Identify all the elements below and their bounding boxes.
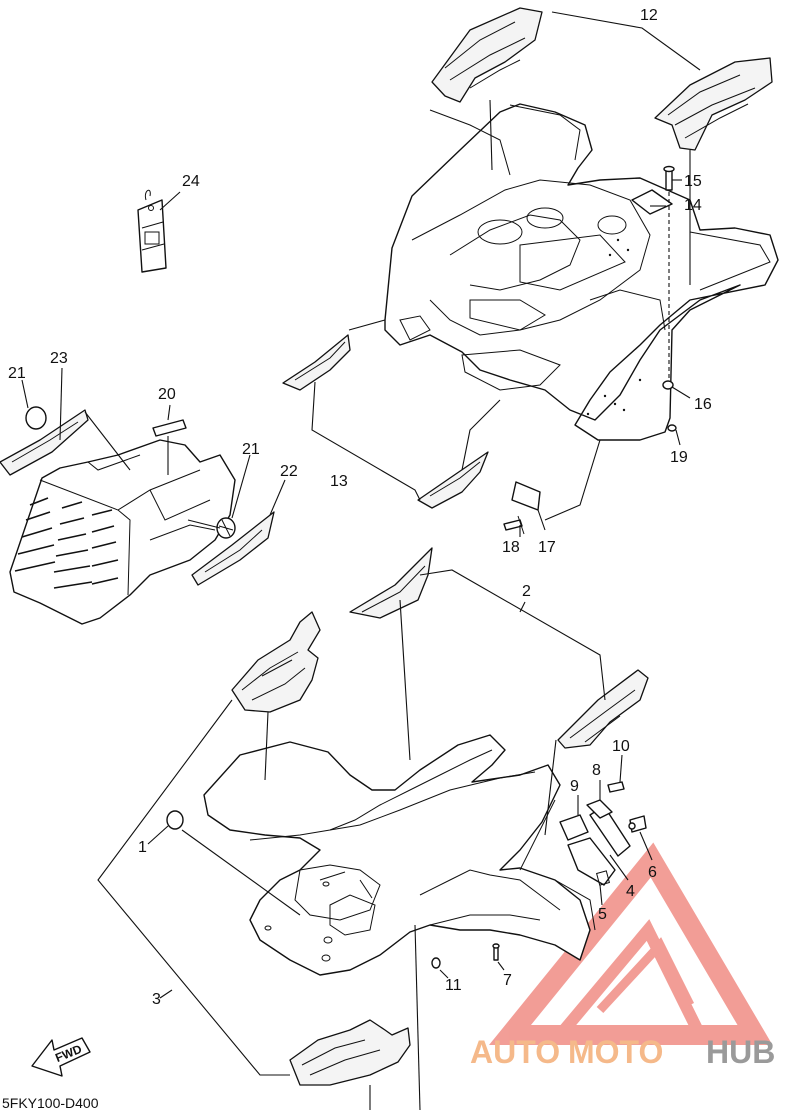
drawing-code: 5FKY100-D400 bbox=[2, 1095, 99, 1111]
rear-side-decal-left bbox=[431, 7, 543, 103]
front-grille-panel bbox=[9, 439, 236, 625]
callout-21-right: 21 bbox=[242, 441, 260, 458]
callout-11: 11 bbox=[445, 977, 462, 994]
rear-side-decal-right bbox=[654, 57, 773, 151]
callout-10: 10 bbox=[612, 738, 630, 755]
callout-5: 5 bbox=[598, 906, 607, 923]
watermark-hub: HUB bbox=[706, 1034, 775, 1070]
rear-center-decal-right bbox=[417, 451, 489, 509]
grille-slots bbox=[14, 497, 119, 589]
callout-20: 20 bbox=[158, 386, 176, 403]
bracket-plate-5 bbox=[567, 837, 616, 886]
rear-center-decal-left bbox=[282, 334, 351, 391]
front-decal-22 bbox=[191, 511, 275, 586]
screw-10 bbox=[607, 781, 625, 793]
front-fender bbox=[203, 734, 596, 976]
fender-dots bbox=[586, 238, 642, 416]
callout-13: 13 bbox=[330, 473, 348, 490]
callout-9: 9 bbox=[570, 778, 579, 795]
bolt-6 bbox=[628, 815, 647, 833]
watermark-text: AUTO MOTO HUB bbox=[470, 1034, 775, 1070]
grommet-1 bbox=[166, 810, 184, 830]
callout-7: 7 bbox=[503, 972, 512, 989]
callout-6: 6 bbox=[648, 864, 657, 881]
front-side-decal-2-right bbox=[557, 669, 649, 749]
callout-23: 23 bbox=[50, 350, 68, 367]
callout-21-left: 21 bbox=[8, 365, 26, 382]
screw-18 bbox=[503, 515, 525, 535]
front-decal-23 bbox=[0, 409, 89, 476]
front-top-decal-2 bbox=[349, 547, 433, 619]
rivet-15 bbox=[663, 165, 675, 191]
callout-2: 2 bbox=[522, 583, 531, 600]
rear-label-14 bbox=[631, 189, 673, 215]
front-side-decal-3-top bbox=[231, 611, 321, 713]
callout-19: 19 bbox=[670, 449, 688, 466]
rivet-7 bbox=[492, 943, 500, 961]
callout-8: 8 bbox=[592, 762, 601, 779]
watermark-moto: MOTO bbox=[568, 1034, 663, 1070]
reflector-9 bbox=[559, 814, 589, 841]
rear-fender bbox=[384, 103, 779, 441]
plate-8 bbox=[586, 799, 613, 819]
callout-17: 17 bbox=[538, 539, 556, 556]
callout-3: 3 bbox=[152, 991, 161, 1008]
plate-17 bbox=[511, 481, 541, 511]
callout-22: 22 bbox=[280, 463, 298, 480]
emblem-21-left bbox=[25, 406, 47, 430]
emblem-21-right bbox=[216, 517, 236, 539]
callout-14: 14 bbox=[684, 197, 702, 214]
callout-labels: 12 15 14 24 21 23 20 16 21 19 22 13 18 1… bbox=[8, 7, 712, 1008]
fwd-arrow-icon bbox=[31, 1037, 91, 1077]
grommet-11 bbox=[431, 957, 441, 969]
watermark-auto: AUTO bbox=[470, 1034, 560, 1070]
callout-1: 1 bbox=[138, 839, 147, 856]
callout-24: 24 bbox=[182, 173, 200, 190]
callout-4: 4 bbox=[626, 883, 635, 900]
grommet-16 bbox=[662, 380, 674, 390]
callout-16: 16 bbox=[694, 396, 712, 413]
label-20 bbox=[152, 419, 187, 437]
callout-12: 12 bbox=[640, 7, 658, 24]
leader-lines bbox=[21, 11, 701, 1111]
callout-15: 15 bbox=[684, 173, 702, 190]
callout-18: 18 bbox=[502, 539, 520, 556]
warning-tag-24 bbox=[137, 189, 167, 273]
screw-19 bbox=[667, 424, 677, 432]
front-side-decal-3-bottom bbox=[289, 1019, 411, 1086]
